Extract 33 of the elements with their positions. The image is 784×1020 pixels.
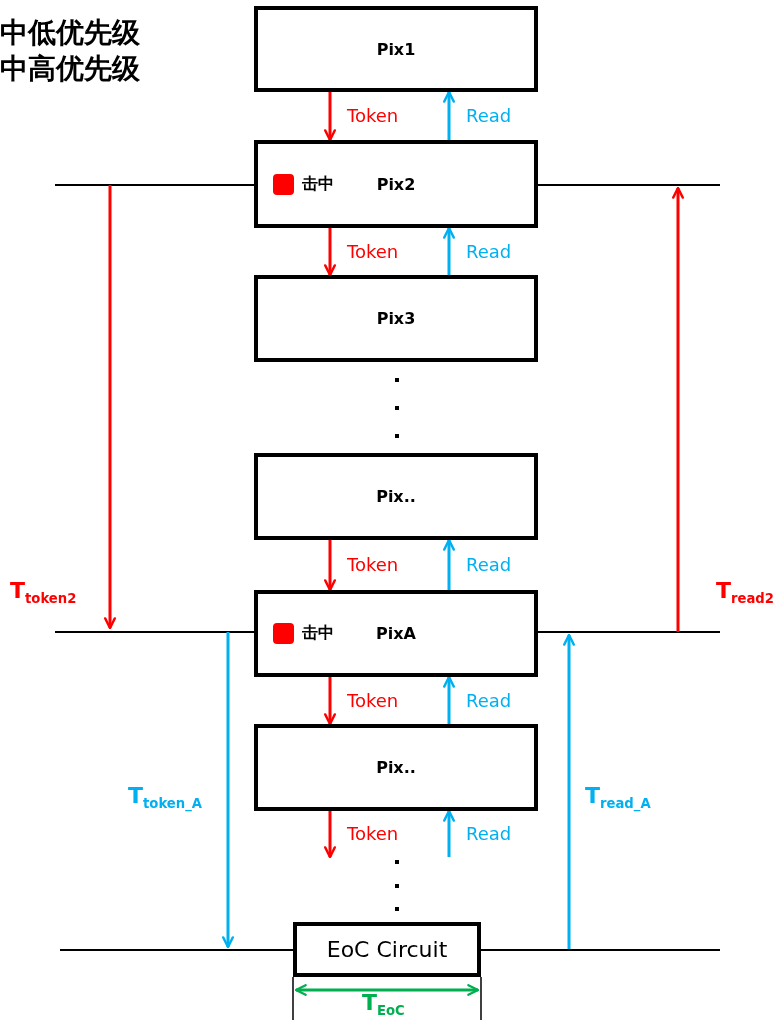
arrow [324,677,336,726]
arrow [324,811,336,859]
priority-label: 中高优先级 [0,51,140,87]
arrow [324,228,336,277]
box-label: PixA [376,624,416,643]
arrow [443,538,455,590]
box-label: EoC Circuit [326,937,448,962]
arrow [443,675,455,724]
box-label: Pix2 [376,174,416,194]
arrow [443,90,455,140]
timing-label: T$_{read_A}$ [585,783,651,812]
timing-label: T$_{EoC}$ [362,990,405,1019]
arrow [443,809,455,857]
pixel-box [254,453,538,540]
pixel-box [254,724,538,811]
pixel-box [254,140,538,228]
timing-label: T$_{read2}$ [716,578,774,607]
arrow [324,540,336,592]
box-label: Pix3 [376,309,416,328]
arrow [443,226,455,275]
circuit-box [293,922,481,977]
priority-label: 中低优先级 [0,15,140,51]
hit-label: 击中 [302,623,334,644]
box-label: Pix.. [376,487,416,506]
timing-label: T$_{token2}$ [10,578,77,607]
arrow [324,92,336,142]
timing-label: T$_{token_A}$ [128,783,202,812]
pixel-box [254,590,538,677]
box-label: Pix1 [376,39,416,59]
hit-label: 击中 [302,173,334,195]
pixel-box [254,275,538,362]
box-label: Pix.. [376,758,416,777]
pixel-box [254,6,538,92]
